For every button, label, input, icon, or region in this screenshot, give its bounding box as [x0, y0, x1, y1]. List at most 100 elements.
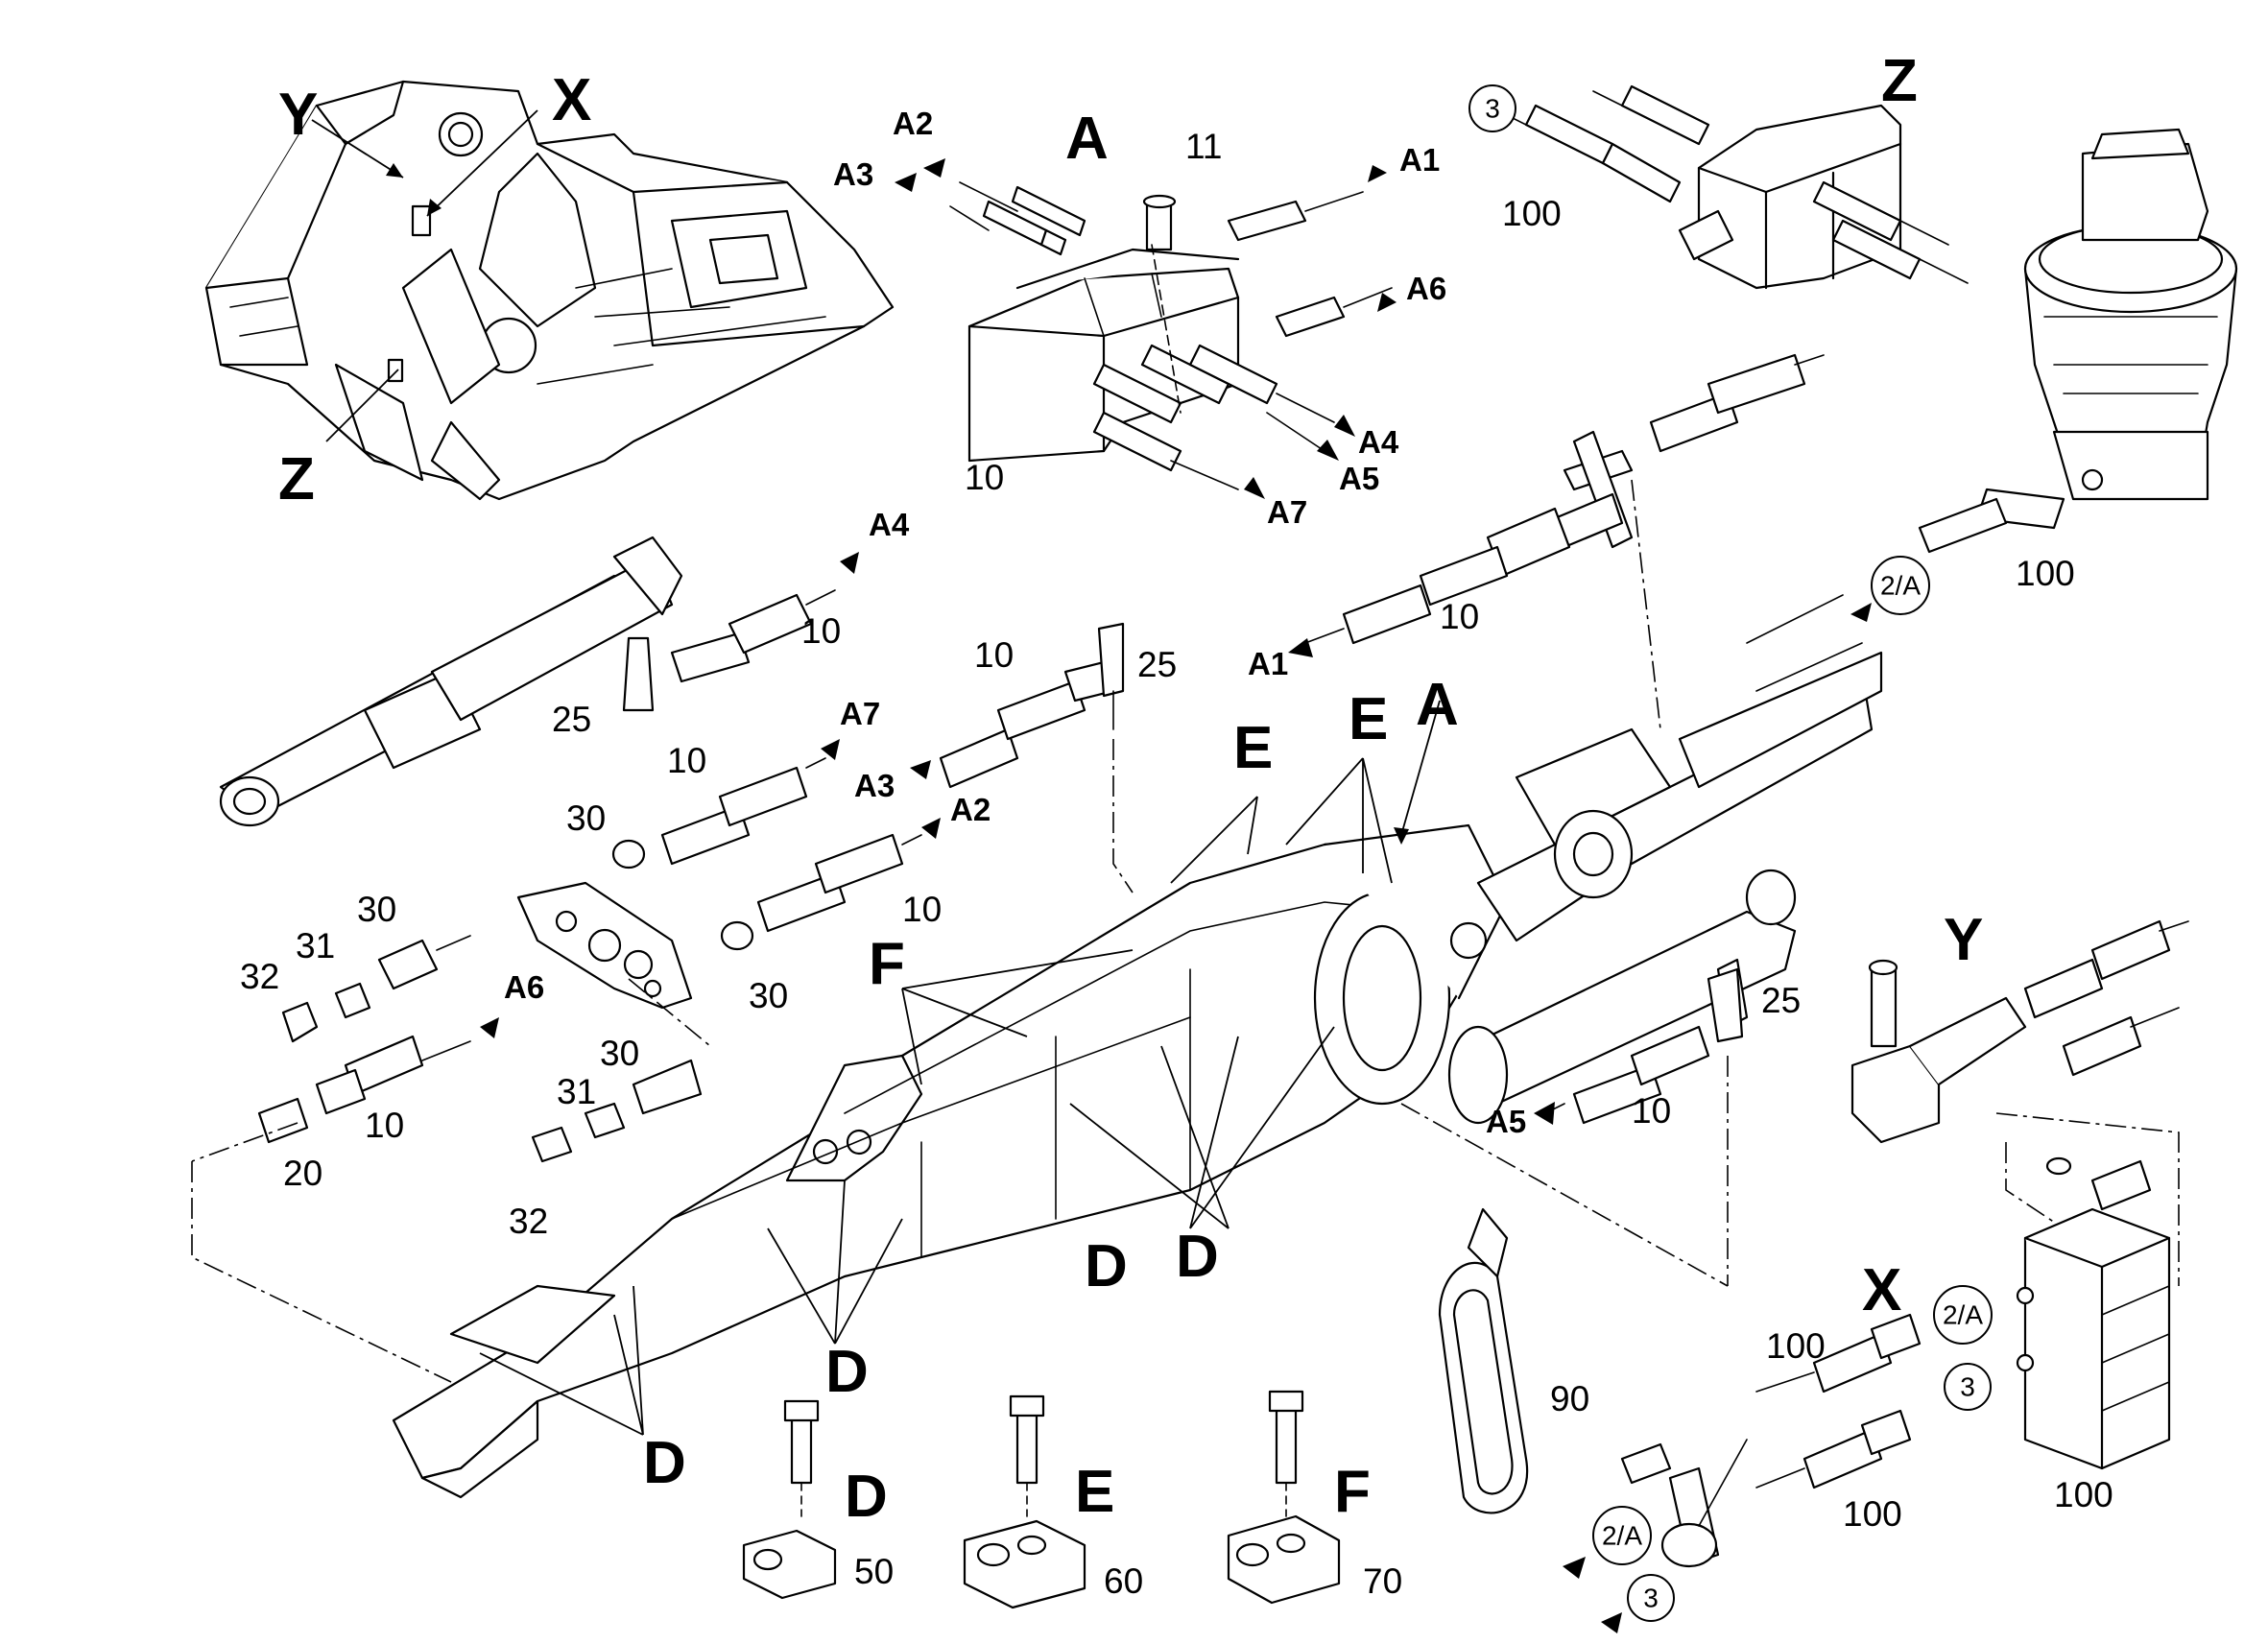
hose-fittings-row-a5 [1534, 967, 1744, 1125]
part-10-a1-label: 10 [1440, 597, 1479, 636]
svg-text:3: 3 [1960, 1372, 1975, 1402]
part-32-lower-label: 32 [509, 1202, 548, 1241]
part-10-a5-label: 10 [1632, 1091, 1671, 1131]
frame-letter-y: Y [278, 82, 318, 148]
port-a4-line: A4 [869, 507, 910, 542]
hose-fittings-row-a4 [670, 552, 859, 683]
fastener-f [1227, 1390, 1341, 1605]
clamp-arrow-2 [1601, 1612, 1622, 1633]
part-30-nut-label: 30 [566, 798, 606, 838]
fastener-d [742, 1399, 837, 1600]
part-25-right-label: 25 [1761, 981, 1801, 1020]
frame-letter-x: X [552, 67, 591, 133]
port-a4-top: A4 [1358, 424, 1399, 460]
fastener-letter-d1: D [1085, 1233, 1128, 1299]
part-30-mid-label: 30 [749, 976, 788, 1015]
detail-x-control-block [2016, 1156, 2171, 1470]
part-50-label: 50 [854, 1552, 894, 1591]
part-90-label: 90 [1550, 1379, 1589, 1418]
port-a6-top: A6 [1406, 271, 1446, 306]
circle-ref-2a-x: 2/A [1933, 1285, 1993, 1345]
fastener-leader-lines [479, 700, 1441, 1436]
part-10-a7-label: 10 [667, 741, 706, 780]
detail-e-letter: E [1075, 1459, 1114, 1525]
part-10-valve-label: 10 [965, 458, 1004, 497]
detail-a-letter: A [1065, 106, 1109, 172]
fastener-letter-d4: D [643, 1430, 686, 1496]
part-32-left-label: 32 [240, 957, 279, 996]
circle-ref-3-clamp: 3 [1627, 1574, 1675, 1622]
circle-ref-3-top: 3 [1468, 84, 1516, 132]
travel-motor [1918, 128, 2238, 554]
part-70-label: 70 [1363, 1561, 1402, 1601]
boom-assembly [392, 594, 1883, 1499]
svg-text:3: 3 [1485, 94, 1500, 124]
part-10-a4-label: 10 [801, 611, 841, 651]
port-a5-top: A5 [1339, 461, 1379, 496]
fastener-letter-e1: E [1233, 715, 1273, 781]
fastener-letter-f1: F [869, 931, 905, 997]
port-a2-top: A2 [893, 106, 933, 141]
port-a2-line: A2 [950, 792, 991, 827]
detail-x-letter: X [1862, 1257, 1901, 1323]
part-25-left-label: 25 [552, 700, 591, 739]
port-a3-line: A3 [854, 768, 895, 803]
frame-callout-arrows [311, 109, 538, 442]
port-a1-line: A1 [1248, 646, 1288, 681]
motor-arrow [1850, 603, 1872, 622]
part-100-x1-label: 100 [1766, 1326, 1826, 1366]
svg-text:2/A: 2/A [1880, 571, 1921, 601]
circle-ref-3-x: 3 [1944, 1363, 1992, 1411]
port-a7-line: A7 [840, 696, 880, 731]
port-a7-top: A7 [1267, 494, 1307, 530]
port-a6-line: A6 [504, 969, 544, 1005]
hose-fittings-row-a3 [910, 622, 1125, 789]
hydraulic-cylinder-left [219, 536, 683, 827]
clamp-arrow-1 [1563, 1557, 1586, 1579]
detail-f-letter: F [1334, 1459, 1371, 1525]
svg-text:2/A: 2/A [1943, 1300, 1983, 1330]
routing-dashed-lines [191, 479, 2180, 1383]
detail-z-letter: Z [1881, 48, 1918, 114]
part-100-motor-label: 100 [2016, 554, 2075, 593]
port-a3-top: A3 [833, 156, 873, 192]
part-30-lower-label: 30 [600, 1034, 639, 1073]
detail-a-fittings [949, 181, 1393, 490]
fastener-letter-d3: D [825, 1339, 869, 1405]
bracket-plate [516, 881, 693, 1010]
detail-y-sensor [1850, 919, 2189, 1144]
left-fittings [257, 935, 703, 1163]
part-11-label: 11 [1185, 127, 1222, 166]
part-30-left-label: 30 [357, 890, 396, 929]
detail-a-port-arrows [895, 158, 1397, 499]
fastener-e [963, 1394, 1086, 1609]
circle-ref-2a-motor: 2/A [1871, 556, 1930, 615]
part-10-a6-label: 10 [365, 1106, 404, 1145]
fastener-letter-e2: E [1349, 686, 1388, 752]
part-20-label: 20 [283, 1154, 322, 1193]
arrow-letter-a: A [1416, 672, 1459, 738]
part-25-mid-label: 25 [1137, 645, 1177, 684]
hose-clamp [1620, 1439, 1748, 1568]
fastener-letter-d2: D [1176, 1224, 1219, 1290]
part-100-x2-label: 100 [1843, 1494, 1902, 1534]
machine-frame-overview [204, 80, 895, 501]
part-31-lower-label: 31 [557, 1072, 596, 1111]
hose-fittings-row-a2 [611, 818, 941, 951]
detail-d-letter: D [845, 1464, 888, 1530]
part-31-left-label: 31 [296, 926, 335, 965]
detail-z-valve-block [1496, 84, 1969, 290]
hose-fittings-row-a1 [1288, 353, 1825, 657]
part-60-label: 60 [1104, 1561, 1143, 1601]
port-a5-line: A5 [1486, 1104, 1526, 1139]
svg-text:2/A: 2/A [1602, 1521, 1642, 1551]
frame-letter-z: Z [278, 446, 315, 512]
hose-fittings-row-a7 [660, 739, 840, 866]
part-100-z-label: 100 [1502, 194, 1562, 233]
cable-tie [1438, 1207, 1529, 1514]
part-100-block-label: 100 [2054, 1475, 2113, 1514]
detail-y-letter: Y [1944, 907, 1983, 973]
svg-text:3: 3 [1643, 1584, 1659, 1613]
detail-x-fittings [1755, 1313, 1922, 1489]
